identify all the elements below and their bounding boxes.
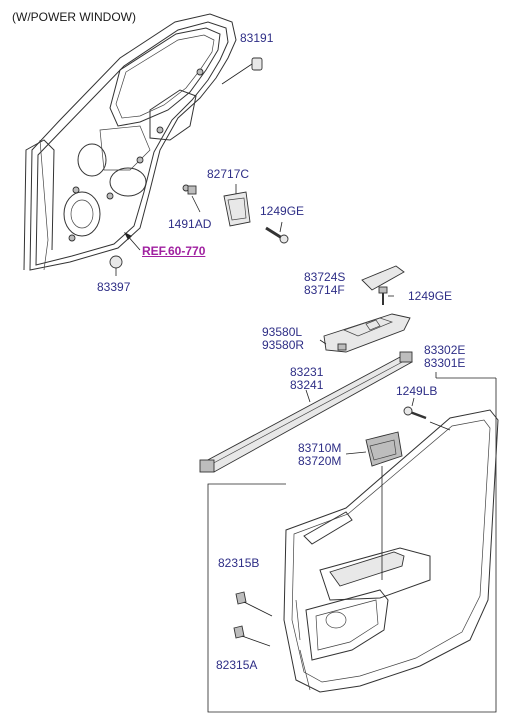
part-label-82717C[interactable]: 82717C (207, 167, 250, 181)
part-label-83241[interactable]: 83241 (290, 378, 324, 392)
handle-83710M (345, 431, 403, 467)
holder-82717C (187, 184, 251, 227)
clip-83191 (221, 57, 263, 85)
ref-arrow (124, 232, 141, 251)
part-label-1249GE-lower[interactable]: 1249GE (408, 289, 453, 303)
screw-1249GE-lower (378, 286, 394, 305)
weatherstrip-83231 (199, 351, 413, 473)
part-label-83191[interactable]: 83191 (240, 31, 274, 45)
part-label-1249GE-upper[interactable]: 1249GE (260, 204, 305, 218)
part-label-93580R[interactable]: 93580R (262, 338, 305, 352)
part-label-83714F[interactable]: 83714F (304, 283, 345, 297)
diagram-title: (W/POWER WINDOW) (12, 10, 136, 24)
part-label-1491AD[interactable]: 1491AD (168, 217, 212, 231)
clip-82315B (235, 591, 273, 617)
part-label-93580L[interactable]: 93580L (262, 325, 303, 339)
screw-1249LB (403, 397, 427, 420)
part-label-83724S[interactable]: 83724S (304, 270, 346, 284)
reference-link[interactable]: REF.60-770 (142, 244, 206, 258)
part-label-83710M[interactable]: 83710M (298, 441, 342, 455)
plug-83397 (109, 255, 123, 276)
part-label-1249LB[interactable]: 1249LB (396, 384, 438, 398)
part-label-83302E[interactable]: 83302E (424, 343, 466, 357)
part-label-83231[interactable]: 83231 (290, 365, 324, 379)
part-label-83301E[interactable]: 83301E (424, 356, 466, 370)
door-trim-panel-83301E (283, 409, 499, 693)
switch-93580 (319, 313, 411, 353)
trim-group-frame (207, 372, 497, 713)
screw-1249GE-upper (265, 221, 289, 244)
part-label-82315B[interactable]: 82315B (218, 556, 260, 570)
cover-83724S (361, 265, 405, 291)
door-frame-assembly (23, 13, 237, 271)
part-label-83397[interactable]: 83397 (97, 280, 131, 294)
part-label-82315A[interactable]: 82315A (216, 658, 258, 672)
clip-82315A (233, 625, 271, 647)
part-label-83720M[interactable]: 83720M (298, 454, 342, 468)
